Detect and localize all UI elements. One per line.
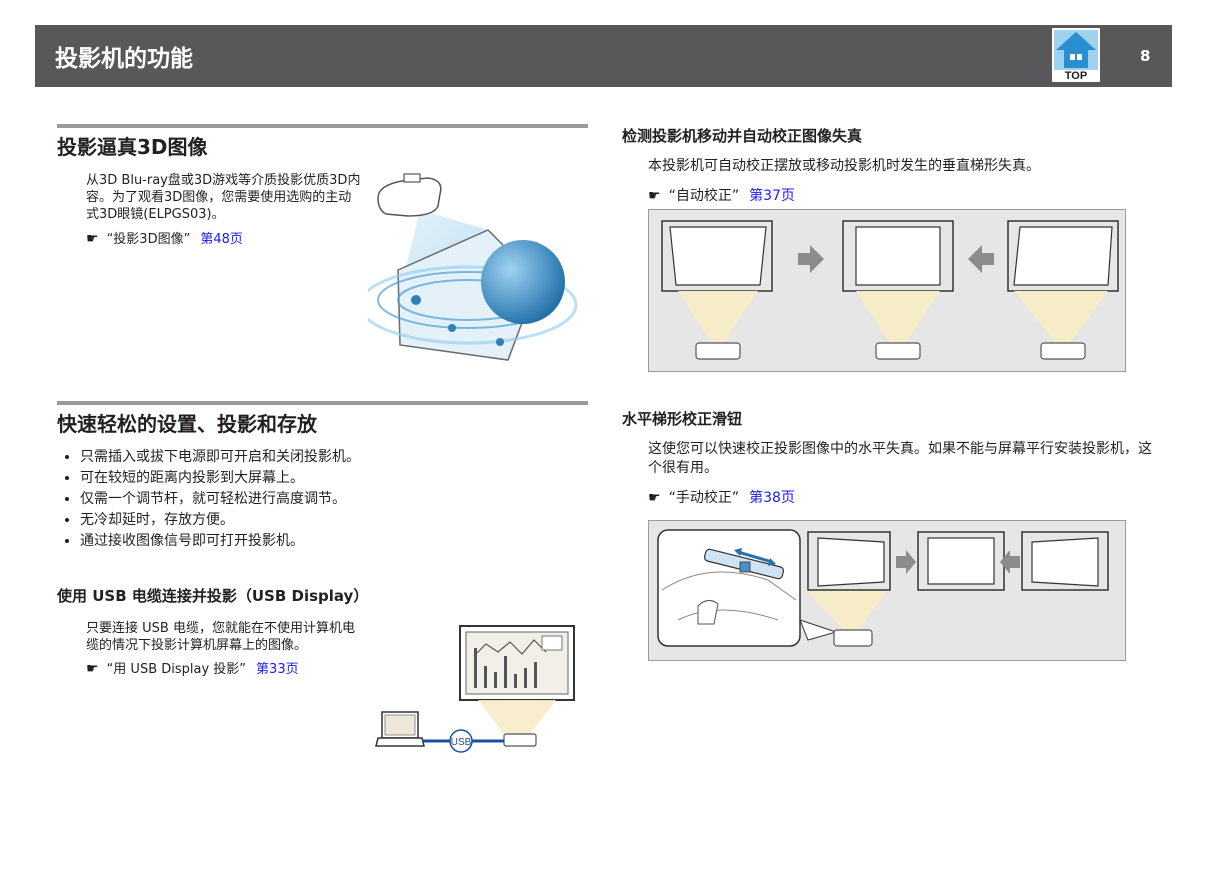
page-number: 8 [1140,47,1151,65]
subsection-title-slider: 水平梯形校正滑钮 [622,410,743,428]
page-link-38[interactable]: 第38页 [749,490,795,506]
page-title: 投影机的功能 [55,46,193,72]
pointing-hand-icon: ☛ [86,231,99,247]
section-divider [57,401,588,405]
page-link-33[interactable]: 第33页 [256,662,299,677]
ref-text: “手动校正” [668,490,740,506]
section-auto-body: 本投影机可自动校正摆放或移动投影机时发生的垂直梯形失真。 [648,158,1040,174]
list-item: 可在较短的距离内投影到大屏幕上。 [80,468,360,489]
pointing-hand-icon: ☛ [648,188,661,204]
page-header: 投影机的功能 TOP 8 [35,25,1172,87]
horizontal-keystone-slider-illustration [648,520,1126,661]
section-slider-reference: ☛ “手动校正” 第38页 [648,487,795,507]
section-usb-body: 只要连接 USB 电缆，您就能在不使用计算机电缆的情况下投影计算机屏幕上的图像。 [86,621,355,653]
ref-text: “投影3D图像” [106,232,191,247]
usb-display-illustration: USB [375,625,575,753]
top-home-button[interactable]: TOP [1052,28,1100,82]
section-divider [57,124,588,128]
svg-text:TOP: TOP [1065,70,1087,82]
section-auto-reference: ☛ “自动校正” 第37页 [648,185,795,205]
list-item: 仅需一个调节杆，就可轻松进行高度调节。 [80,489,360,510]
section-title-setup: 快速轻松的设置、投影和存放 [57,412,317,436]
auto-keystone-illustration [648,209,1126,372]
feature-bullet-list: 只需插入或拔下电源即可开启和关闭投影机。 可在较短的距离内投影到大屏幕上。 仅需… [62,447,360,552]
pointing-hand-icon: ☛ [648,490,661,506]
pointing-hand-icon: ☛ [86,661,99,677]
subsection-title-usb: 使用 USB 电缆连接并投影（USB Display） [57,587,369,605]
3d-projection-illustration [368,173,578,361]
page-link-48[interactable]: 第48页 [200,232,243,247]
section-3d-body: 从3D Blu-ray盘或3D游戏等介质投影优质3D内容。为了观看3D图像，您需… [86,173,361,222]
subsection-title-auto: 检测投影机移动并自动校正图像失真 [622,127,863,145]
section-title-3d: 投影逼真3D图像 [57,135,208,159]
page-link-37[interactable]: 第37页 [749,188,795,204]
section-3d-reference: ☛ “投影3D图像” 第48页 [86,228,243,247]
list-item: 只需插入或拔下电源即可开启和关闭投影机。 [80,447,360,468]
ref-text: “用 USB Display 投影” [106,662,247,677]
ref-text: “自动校正” [668,188,740,204]
list-item: 无冷却延时，存放方便。 [80,510,360,531]
house-top-icon: TOP [1052,28,1100,82]
list-item: 通过接收图像信号即可打开投影机。 [80,531,360,552]
section-slider-body: 这使您可以快速校正投影图像中的水平失真。如果不能与屏幕平行安装投影机，这个很有用… [648,441,1152,476]
svg-text:USB: USB [451,737,472,748]
section-usb-reference: ☛ “用 USB Display 投影” 第33页 [86,658,299,677]
